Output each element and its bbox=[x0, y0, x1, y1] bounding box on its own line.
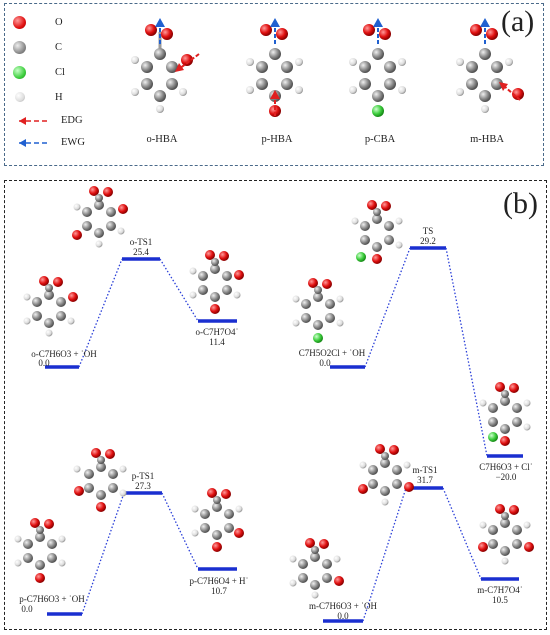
edg-arrow-icon bbox=[19, 117, 47, 125]
m-reactant-energy: 0.0 bbox=[337, 611, 349, 621]
chlorine-atom-icon bbox=[13, 66, 26, 79]
connector-p-2 bbox=[161, 492, 199, 570]
p-cba-molecule bbox=[349, 18, 406, 117]
legend-label-ewg: EWG bbox=[61, 137, 85, 148]
panel-b: (b) bbox=[4, 180, 547, 630]
cl-reactant-energy: 0.0 bbox=[319, 358, 331, 368]
panel-a-letter: (a) bbox=[501, 5, 535, 38]
panel-b-letter: (b) bbox=[503, 187, 538, 220]
connector-o-2 bbox=[159, 258, 199, 322]
p-ts-name: p-TS1 bbox=[131, 471, 155, 481]
legend-label-carbon: C bbox=[55, 42, 63, 53]
cl-product-energy: −20.0 bbox=[495, 472, 517, 482]
diagram-o-hba bbox=[23, 186, 244, 369]
legend-label-hydrogen: H bbox=[55, 92, 63, 103]
p-reactant-energy: 0.0 bbox=[21, 604, 33, 614]
o-reactant-molecule bbox=[23, 276, 78, 337]
diagram-m-hba bbox=[289, 444, 534, 623]
diagram-p-hba bbox=[14, 448, 244, 616]
label-p-cba: p-CBA bbox=[364, 134, 396, 145]
legend-carbon bbox=[13, 41, 26, 54]
legend-label-oxygen: O bbox=[55, 17, 63, 28]
o-product-energy: 11.4 bbox=[209, 337, 225, 347]
diagram-p-cba bbox=[292, 200, 531, 458]
o-ts-name: o-TS1 bbox=[129, 237, 153, 247]
o-reactant-energy: 0.0 bbox=[38, 358, 50, 368]
m-reactant-molecule bbox=[289, 538, 344, 599]
m-hba-molecule bbox=[456, 18, 524, 113]
o-reactant-name: o-C7H6O3 + ˙OH bbox=[31, 349, 97, 359]
label-m-hba: m-HBA bbox=[470, 134, 504, 145]
connector-m-2 bbox=[442, 487, 482, 580]
energy-diagrams bbox=[14, 186, 534, 623]
p-product-energy: 10.7 bbox=[211, 586, 227, 596]
oxygen-atom-icon bbox=[13, 16, 26, 29]
m-product-energy: 10.5 bbox=[492, 595, 508, 605]
p-ts-energy: 27.3 bbox=[135, 481, 151, 491]
o-product-name: o-C7H7O4˙ bbox=[195, 327, 239, 337]
panel-a: (a) O C Cl H EDG EWG bbox=[4, 3, 544, 166]
p-ts-molecule bbox=[73, 448, 127, 512]
p-hba-molecule bbox=[246, 18, 303, 117]
hydrogen-atom-icon bbox=[15, 92, 25, 102]
legend-hydrogen bbox=[13, 92, 25, 102]
m-ts-name: m-TS1 bbox=[412, 465, 438, 475]
cl-product-name: C7H6O3 + Cl˙ bbox=[479, 462, 533, 472]
connector-cl bbox=[364, 247, 411, 368]
ewg-arrow-icon bbox=[19, 139, 47, 147]
connector-cl-2 bbox=[445, 247, 488, 457]
o-ts-energy: 25.4 bbox=[133, 247, 149, 257]
legend-oxygen bbox=[13, 16, 26, 29]
cl-reactant-name: C7H5O2Cl + ˙OH bbox=[298, 348, 366, 358]
carbon-atom-icon bbox=[13, 41, 26, 54]
p-reactant-name: p-C7H6O3 + ˙OH bbox=[19, 594, 85, 604]
o-hba-molecule bbox=[131, 18, 200, 113]
cl-ts-energy: 29.2 bbox=[420, 236, 436, 246]
legend-chlorine bbox=[13, 66, 26, 79]
o-product-molecule bbox=[189, 250, 244, 314]
m-product-name: m-C7H7O4˙ bbox=[477, 585, 523, 595]
m-ts-molecule bbox=[358, 444, 414, 506]
cl-ts-name: TS bbox=[422, 226, 434, 236]
label-p-hba: p-HBA bbox=[261, 134, 293, 145]
cl-reactant-molecule bbox=[292, 278, 344, 343]
p-product-molecule bbox=[191, 488, 244, 552]
p-reactant-molecule bbox=[14, 518, 66, 583]
legend-arrows bbox=[19, 117, 47, 147]
legend-label-edg: EDG bbox=[61, 115, 83, 126]
p-product-name: p-C7H6O4 + H˙ bbox=[189, 576, 249, 586]
legend-label-chlorine: Cl bbox=[55, 67, 65, 78]
connector-m bbox=[362, 487, 407, 622]
cl-ts-molecule bbox=[351, 200, 403, 264]
panel-a-molecules bbox=[131, 18, 524, 117]
m-reactant-name: m-C7H6O3 + ˙OH bbox=[308, 601, 378, 611]
m-product-molecule bbox=[478, 504, 534, 565]
cl-product-molecule bbox=[479, 382, 531, 446]
m-ts-energy: 31.7 bbox=[417, 475, 433, 485]
o-ts-molecule bbox=[72, 186, 128, 248]
label-o-hba: o-HBA bbox=[146, 134, 178, 145]
connector-p bbox=[81, 492, 125, 615]
